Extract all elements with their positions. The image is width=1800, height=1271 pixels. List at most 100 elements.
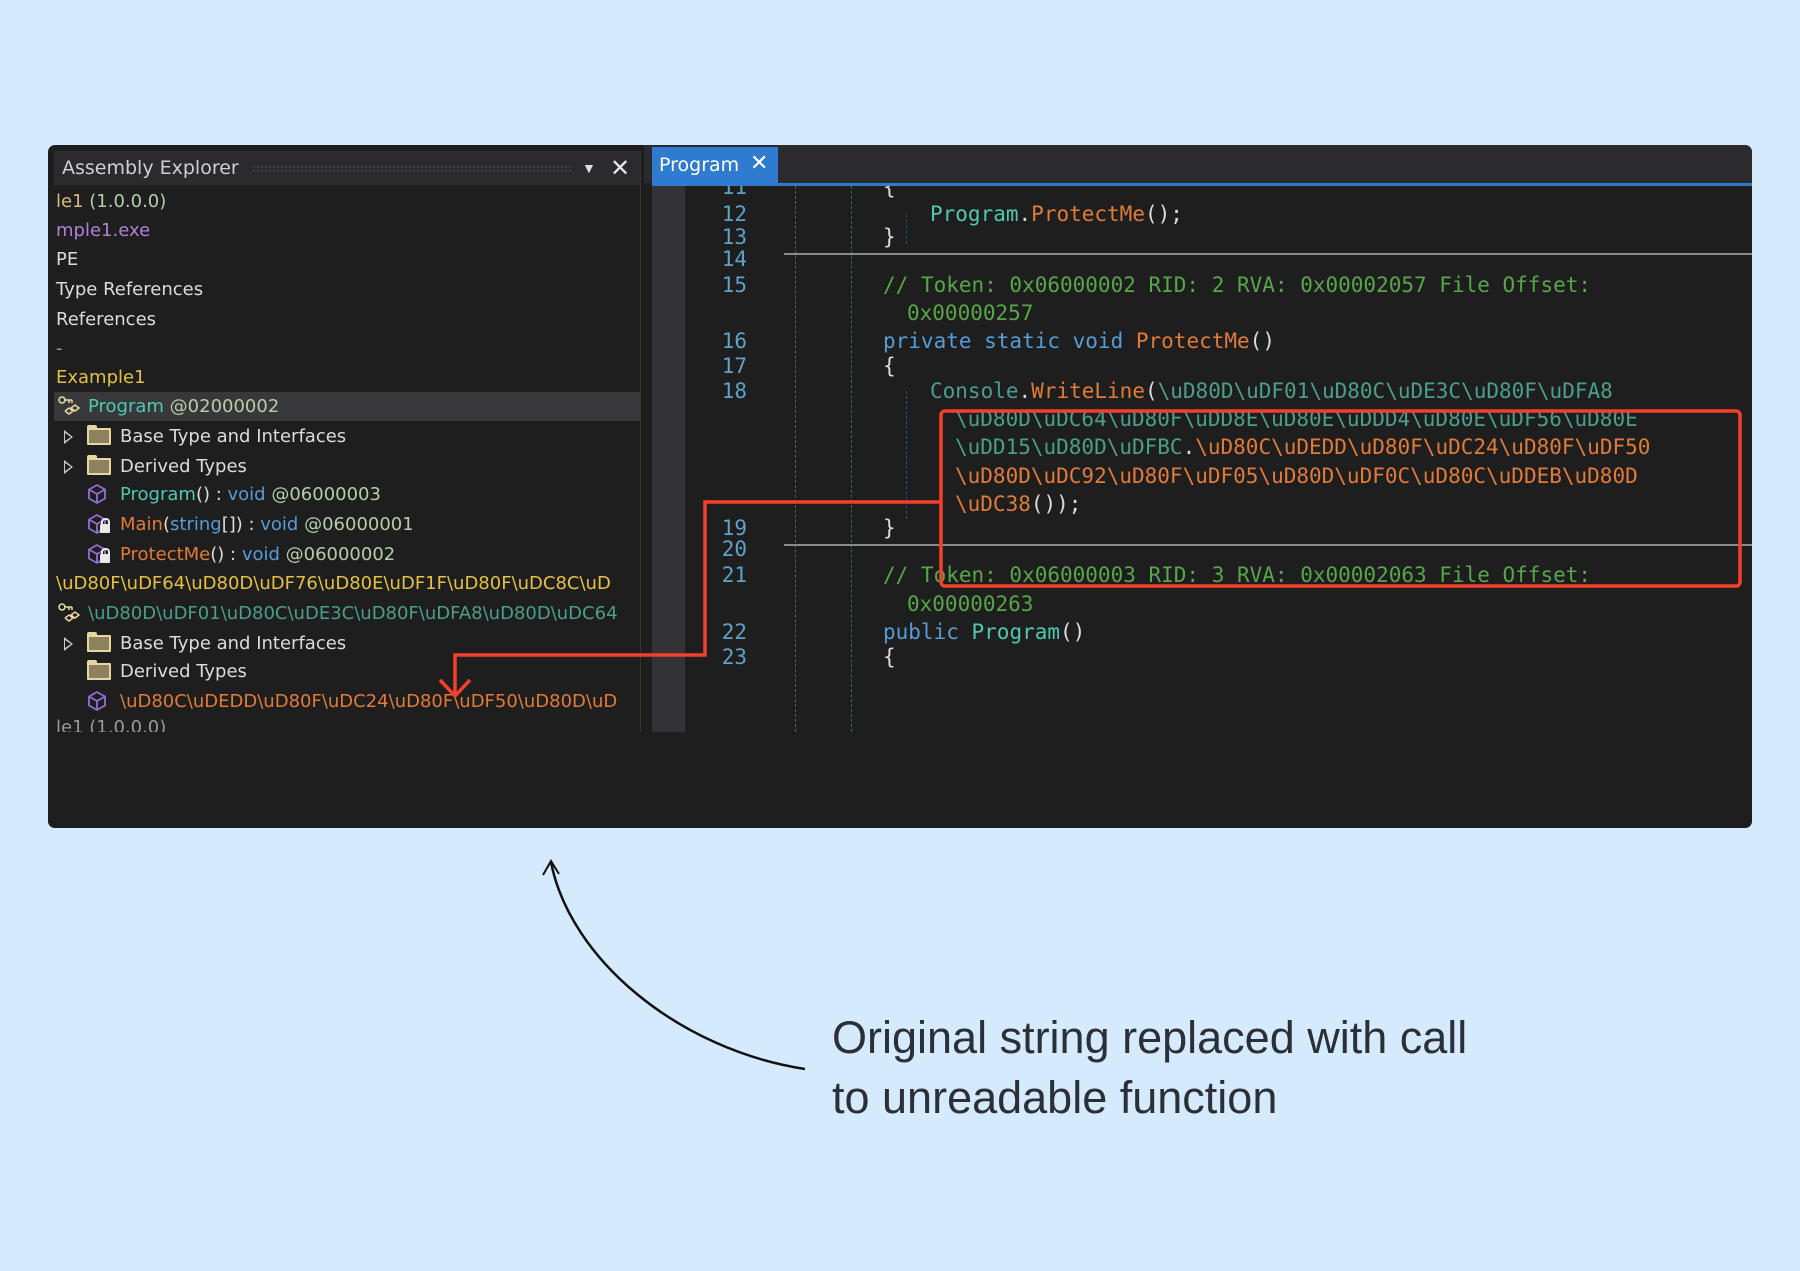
line-number: 13 — [721, 225, 747, 249]
label-segment: () : — [210, 544, 242, 565]
code-token: Console — [930, 379, 1019, 403]
code-line[interactable]: private static void ProtectMe() — [883, 328, 1275, 354]
assembly-explorer-header: Assembly Explorer ▼ ✕ — [54, 151, 640, 185]
tree-item-label: Program() : void @06000003 — [120, 480, 381, 509]
label-segment: @02000002 — [163, 396, 280, 417]
label-segment: - — [56, 338, 63, 359]
line-number: 18 — [721, 379, 747, 403]
code-token: Program — [971, 620, 1061, 644]
line-number: 20 — [721, 537, 747, 561]
tree-item[interactable]: \uD80C\uDEDD\uD80F\uDC24\uD80F\uDF50\uD8… — [54, 687, 640, 716]
tree-item-label: Program @02000002 — [88, 392, 279, 421]
method-separator — [784, 253, 1752, 255]
tree-item[interactable]: Program @02000002 — [54, 392, 640, 421]
class-icon — [56, 601, 82, 627]
expand-chevron-icon[interactable] — [64, 430, 73, 444]
label-segment: PE — [56, 249, 79, 270]
code-token: \uD80D\uDF01\uD80C\uDE3C\uD80F\uDFA8 — [1157, 379, 1613, 403]
tab-strip — [644, 145, 1752, 183]
tree-item[interactable]: ProtectMe() : void @06000002 — [54, 540, 640, 569]
tree-item[interactable]: \uD80D\uDF01\uD80C\uDE3C\uD80F\uDFA8\uD8… — [54, 599, 640, 628]
code-line[interactable]: \uD80D\uDC64\uD80F\uDD8E\uD80E\uDDD4\uD8… — [955, 406, 1638, 432]
folder-icon — [87, 455, 111, 475]
tree-item-label: References — [56, 305, 156, 334]
code-token: 0x00000263 — [907, 592, 1034, 616]
code-line[interactable]: { — [883, 186, 896, 200]
tree-item[interactable]: Derived Types — [54, 452, 640, 481]
panel-title: Assembly Explorer — [62, 157, 239, 179]
tree-item[interactable]: Example1 — [54, 363, 640, 392]
label-segment: (1.0.0.0) — [83, 191, 167, 212]
code-token: WriteLine — [1031, 379, 1145, 403]
code-line[interactable]: 0x00000257 — [907, 300, 1033, 326]
code-line[interactable]: { — [883, 353, 896, 379]
tree-item-label: \uD80C\uDEDD\uD80F\uDC24\uD80F\uDF50\uD8… — [120, 687, 617, 716]
close-icon[interactable]: ✕ — [750, 151, 769, 176]
method-icon — [86, 690, 108, 712]
code-token: \uD80C\uDEDD\uD80F\uDC24\uD80F\uDF50 — [1195, 435, 1651, 459]
tree-item-label: - — [56, 334, 63, 363]
code-line[interactable]: } — [883, 224, 896, 250]
code-line[interactable]: Program.ProtectMe(); — [930, 201, 1183, 227]
tree-item-label: \uD80D\uDF01\uD80C\uDE3C\uD80F\uDFA8\uD8… — [88, 599, 618, 628]
code-token: private static void — [883, 329, 1136, 353]
tree-item[interactable]: \uD80F\uDF64\uD80D\uDF76\uD80E\uDF1F\uD8… — [54, 569, 640, 598]
code-line[interactable]: \uDD15\uD80D\uDFBC.\uD80C\uDEDD\uD80F\uD… — [955, 434, 1650, 460]
code-line[interactable]: public Program() — [883, 619, 1085, 645]
code-line[interactable]: \uDC38()); — [955, 491, 1081, 517]
panel-drag-grip[interactable] — [252, 165, 572, 173]
code-token: ProtectMe — [1031, 202, 1145, 226]
code-line[interactable]: \uD80D\uDC92\uD80F\uDF05\uD80D\uDF0C\uD8… — [955, 463, 1638, 489]
label-segment: Main — [120, 514, 163, 535]
tree-item-label: le1 (1.0.0.0) — [56, 187, 166, 216]
tree-item[interactable]: Program() : void @06000003 — [54, 480, 640, 509]
tree-item[interactable]: mple1.exe — [54, 216, 640, 245]
code-token: public — [883, 620, 972, 644]
folder-icon — [87, 632, 111, 652]
lock-icon — [100, 548, 110, 563]
tree-item-label: PE — [56, 245, 78, 274]
code-token: ( — [1144, 379, 1158, 403]
tree-item[interactable]: Base Type and Interfaces — [54, 422, 640, 451]
code-token: // Token: 0x06000002 RID: 2 RVA: 0x00002… — [883, 273, 1592, 297]
expand-chevron-icon[interactable] — [64, 460, 73, 474]
line-number: 15 — [721, 273, 747, 297]
tab-program[interactable]: Program ✕ — [652, 147, 778, 183]
code-token: \uDD15\uD80D\uDFBC — [955, 435, 1183, 459]
close-icon[interactable]: ✕ — [610, 155, 631, 182]
line-number: 16 — [721, 329, 747, 353]
tree-item-label: Derived Types — [120, 452, 247, 481]
label-segment: \uD80C\uDEDD\uD80F\uDC24\uD80F\uDF50\uD8… — [120, 691, 618, 712]
tree-item[interactable]: References — [54, 305, 640, 334]
code-line[interactable]: 0x00000263 — [907, 591, 1033, 617]
tree-item[interactable]: Derived Types — [54, 657, 640, 686]
label-segment: Base Type and Interfaces — [120, 426, 347, 447]
line-number: 21 — [721, 563, 747, 587]
code-line[interactable]: // Token: 0x06000003 RID: 3 RVA: 0x00002… — [883, 562, 1591, 588]
tree-item[interactable]: - — [54, 334, 640, 363]
tree-item[interactable]: le1 (1.0.0.0) — [54, 713, 640, 732]
code-token: ProtectMe — [1135, 329, 1250, 353]
folder-icon — [87, 660, 111, 680]
tree-item[interactable]: Base Type and Interfaces — [54, 629, 640, 658]
folder-icon — [87, 425, 111, 445]
tree-item[interactable]: Type References — [54, 275, 640, 304]
code-line[interactable]: // Token: 0x06000002 RID: 2 RVA: 0x00002… — [883, 272, 1591, 298]
assembly-explorer-panel: Assembly Explorer ▼ ✕ le1 (1.0.0.0)mple1… — [54, 151, 641, 732]
line-number: 22 — [721, 620, 747, 644]
tree-item-label: Base Type and Interfaces — [120, 629, 346, 658]
code-line[interactable]: } — [883, 515, 896, 541]
code-line[interactable]: { — [883, 644, 896, 670]
code-token: . — [1018, 379, 1032, 403]
indent-guide — [906, 214, 907, 244]
tree-item[interactable]: le1 (1.0.0.0) — [54, 187, 640, 216]
tree-item[interactable]: PE — [54, 245, 640, 274]
tree-item[interactable]: Main(string[]) : void @06000001 — [54, 510, 640, 539]
label-segment: Base Type and Interfaces — [120, 633, 347, 654]
triangle-down-icon[interactable]: ▼ — [582, 160, 596, 176]
expand-chevron-icon[interactable] — [64, 637, 73, 651]
editor-margin — [652, 186, 685, 732]
line-number: 12 — [721, 202, 747, 226]
code-line[interactable]: Console.WriteLine(\uD80D\uDF01\uD80C\uDE… — [930, 378, 1613, 404]
